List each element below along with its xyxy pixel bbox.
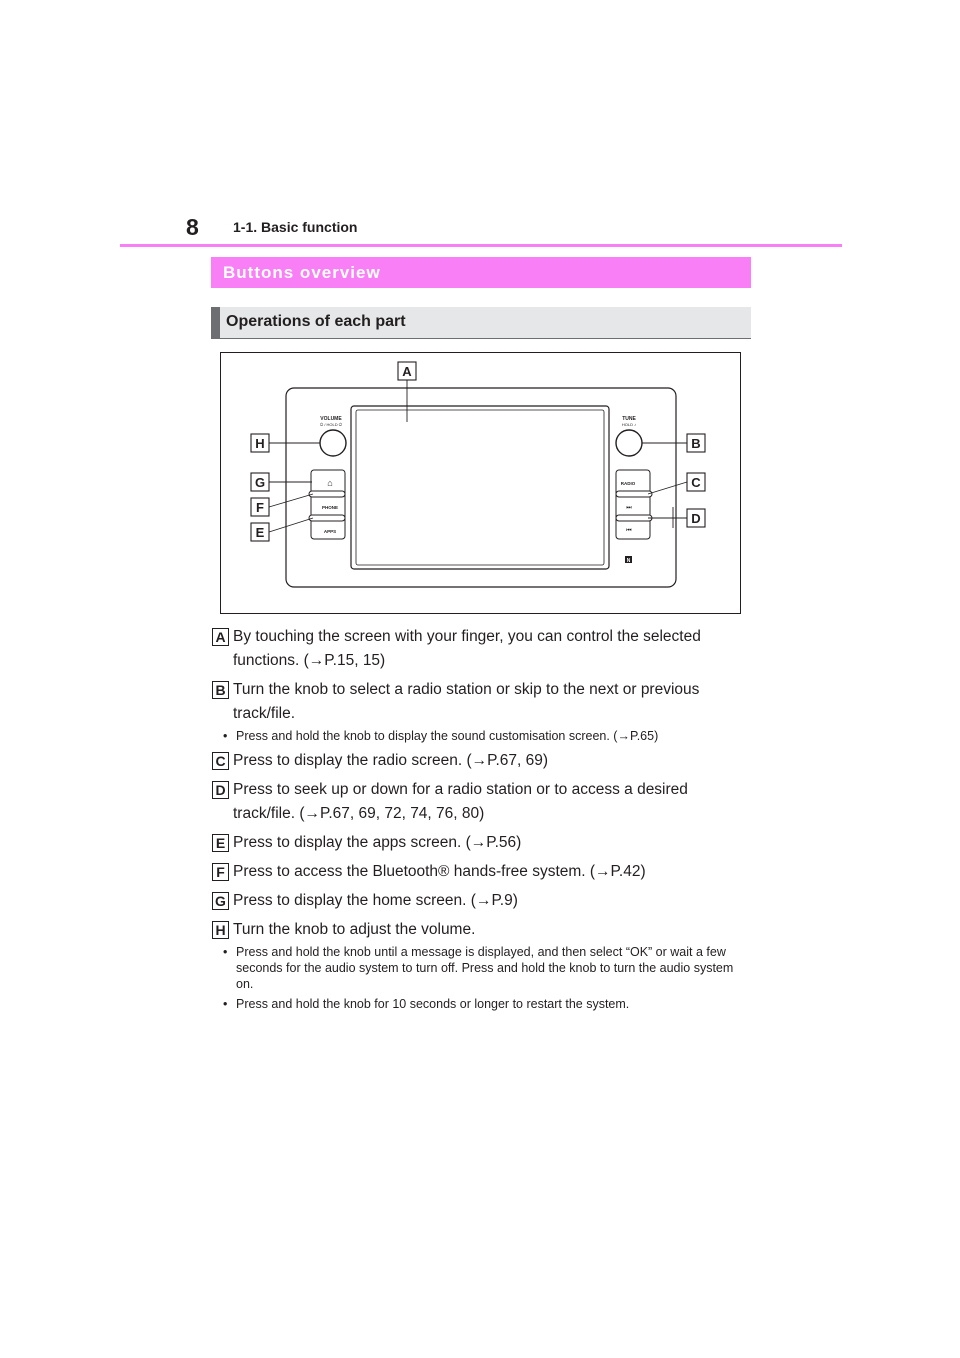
item-text: By touching the screen with your finger,… [233, 628, 701, 669]
callout-D-label: D [691, 511, 700, 526]
volume-knob[interactable] [319, 429, 347, 457]
list-item-F: F Press to access the Bluetooth® hands-f… [212, 860, 752, 884]
list-item-C: C Press to display the radio screen. (→P… [212, 749, 752, 773]
list-item-G: G Press to display the home screen. (→P.… [212, 889, 752, 913]
subheading-divider [211, 338, 751, 339]
phone-button[interactable] [308, 514, 346, 522]
callout-H: H [250, 433, 270, 453]
item-badge: B [212, 681, 229, 699]
item-text: Press to access the Bluetooth® hands-fre… [233, 863, 646, 880]
head-unit-illustration: VOLUME ⏻ / HOLD ⏻ ⌂ PHONE APPS TUNE HOLD… [220, 352, 741, 614]
item-badge: E [212, 834, 229, 852]
home-button[interactable] [308, 490, 346, 498]
bullet-icon: • [223, 997, 228, 1011]
list-item-E: E Press to display the apps screen. (→P.… [212, 831, 752, 855]
item-text: Turn the knob to select a radio station … [233, 681, 700, 722]
right-button-panel [615, 469, 651, 540]
nfc-mark [625, 556, 632, 563]
item-badge: C [212, 752, 229, 770]
note-text: Press and hold the knob to display the s… [236, 729, 659, 743]
apps-label: APPS [324, 529, 336, 534]
phone-label: PHONE [322, 505, 338, 510]
seek-down-icon: ⏮ [626, 528, 632, 534]
list-item-D: D Press to seek up or down for a radio s… [212, 778, 752, 826]
touch-screen-inner [355, 409, 605, 566]
callout-C-label: C [691, 475, 701, 490]
item-badge: F [212, 863, 229, 881]
callout-A: A [397, 361, 417, 381]
tune-knob[interactable] [615, 429, 643, 457]
item-text: Press to display the radio screen. (→P.6… [233, 752, 549, 769]
header-divider [120, 244, 842, 247]
list-item-B: B Turn the knob to select a radio statio… [212, 678, 752, 726]
item-badge: D [212, 781, 229, 799]
callout-G: G [250, 472, 270, 492]
callout-E: E [250, 522, 270, 542]
item-text: Press to display the home screen. (→P.9) [233, 892, 518, 909]
tune-sub-label: HOLD ♪ [622, 422, 636, 427]
volume-sub-label: ⏻ / HOLD ⏻ [320, 422, 343, 427]
callout-H-label: H [255, 436, 264, 451]
list-item-A: A By touching the screen with your finge… [212, 625, 752, 673]
list-item-H: H Turn the knob to adjust the volume. [212, 918, 752, 942]
leader-lines [268, 380, 688, 533]
item-badge: A [212, 628, 229, 646]
volume-label: VOLUME [320, 416, 342, 422]
note-H-2: • Press and hold the knob for 10 seconds… [212, 996, 752, 1012]
note-text: Press and hold the knob until a message … [236, 945, 734, 991]
callout-G-label: G [255, 475, 265, 490]
bullet-icon: • [223, 945, 228, 959]
callout-C: C [686, 472, 706, 492]
radio-label: RADIO [621, 481, 636, 486]
home-icon: ⌂ [327, 478, 332, 488]
bullet-icon: • [223, 729, 228, 743]
callout-D: D [686, 508, 706, 528]
item-text: Turn the knob to adjust the volume. [233, 921, 476, 938]
head-unit-diagram: VOLUME ⏻ / HOLD ⏻ ⌂ PHONE APPS TUNE HOLD… [220, 352, 741, 614]
note-text: Press and hold the knob for 10 seconds o… [236, 997, 630, 1011]
subheading: Operations of each part [211, 307, 751, 339]
page-number: 8 [186, 214, 199, 240]
callout-F-label: F [256, 500, 264, 515]
seek-button[interactable] [615, 514, 653, 522]
radio-button[interactable] [615, 490, 653, 498]
section-title: 1-1. Basic function [233, 219, 358, 235]
nfc-icon: N [627, 558, 631, 564]
item-text: Press to seek up or down for a radio sta… [233, 781, 688, 822]
item-badge: G [212, 892, 229, 910]
tune-label: TUNE [622, 416, 636, 422]
left-button-panel [310, 469, 346, 540]
section-banner: Buttons overview [211, 257, 751, 288]
callout-F: F [250, 497, 270, 517]
callout-B-label: B [691, 436, 700, 451]
item-text: Press to display the apps screen. (→P.56… [233, 834, 522, 851]
item-badge: H [212, 921, 229, 939]
seek-up-icon: ⏭ [626, 505, 632, 511]
callout-A-label: A [402, 364, 412, 379]
note-H-1: • Press and hold the knob until a messag… [212, 944, 752, 992]
callout-B: B [686, 433, 706, 453]
callout-E-label: E [256, 525, 265, 540]
note-B: • Press and hold the knob to display the… [212, 728, 752, 744]
item-list: A By touching the screen with your finge… [212, 620, 752, 1016]
